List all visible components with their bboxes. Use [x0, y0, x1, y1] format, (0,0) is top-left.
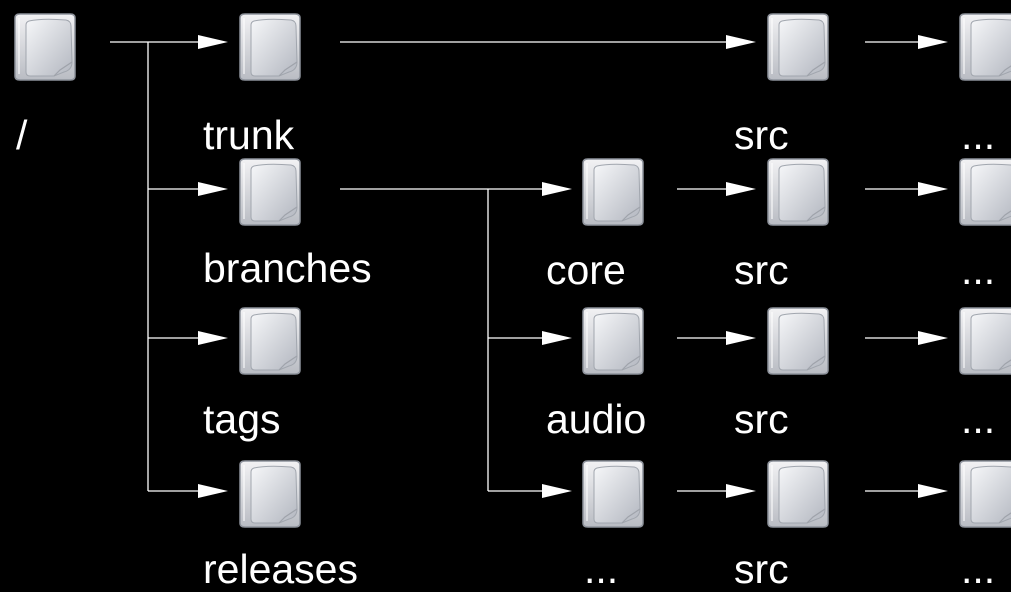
arrowhead-icon: [918, 182, 948, 196]
arrowhead-icon: [726, 182, 756, 196]
folder-label: ...: [961, 546, 996, 592]
folder-icon: [957, 157, 1011, 227]
arrowhead-icon: [198, 484, 228, 498]
folder-icon: [237, 157, 303, 227]
folder-icon: [765, 459, 831, 529]
arrowhead-icon: [198, 331, 228, 345]
folder-label: trunk: [203, 112, 295, 158]
arrowhead-icon: [198, 182, 228, 196]
arrowhead-icon: [918, 35, 948, 49]
folder-label: ...: [584, 546, 619, 592]
arrowhead-icon: [918, 331, 948, 345]
folder-label: src: [734, 396, 789, 442]
arrowhead-icon: [726, 331, 756, 345]
folder-label: ...: [961, 396, 996, 442]
folder-icon: [957, 306, 1011, 376]
folder-label: branches: [203, 245, 372, 291]
arrowhead-icon: [542, 182, 572, 196]
folder-label: ...: [961, 112, 996, 158]
folder-label: src: [734, 247, 789, 293]
folder-icon: [765, 157, 831, 227]
folder-icon: [765, 306, 831, 376]
folder-icon: [580, 459, 646, 529]
arrowhead-icon: [198, 35, 228, 49]
folder-label: ...: [961, 247, 996, 293]
folder-label: /: [16, 112, 28, 158]
arrowhead-icon: [542, 331, 572, 345]
folder-icon: [957, 12, 1011, 82]
folder-label: src: [734, 112, 789, 158]
folder-icon: [957, 459, 1011, 529]
folder-icon: [580, 157, 646, 227]
folder-label: core: [546, 247, 626, 293]
arrowhead-icon: [726, 35, 756, 49]
folder-icon: [765, 12, 831, 82]
folder-label: audio: [546, 396, 647, 442]
folder-label: tags: [203, 396, 281, 442]
folder-icon: [237, 459, 303, 529]
folder-label: releases: [203, 546, 358, 592]
folder-icon: [237, 12, 303, 82]
folder-icon: [12, 12, 78, 82]
folder-label: src: [734, 546, 789, 592]
folder-icon: [237, 306, 303, 376]
folder-icon: [580, 306, 646, 376]
arrowhead-icon: [542, 484, 572, 498]
arrowhead-icon: [918, 484, 948, 498]
arrowhead-icon: [726, 484, 756, 498]
